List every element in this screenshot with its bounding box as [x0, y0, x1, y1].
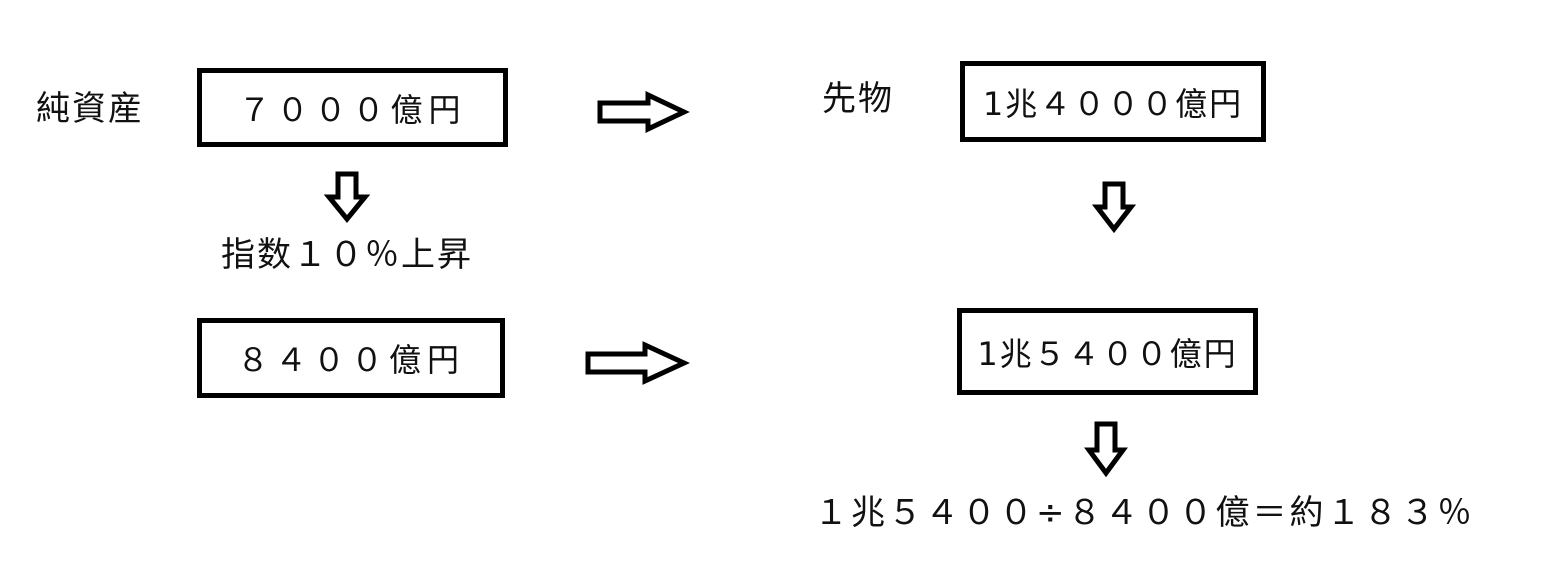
net-assets-value-box: ７０００億円	[197, 68, 508, 147]
net-assets-label: 純資産	[36, 89, 144, 129]
leverage-formula: １兆５４００÷８４００億＝約１８３％	[814, 493, 1475, 533]
futures-value-box: 1兆４０００億円	[960, 61, 1266, 142]
futures-after-value-box: 1兆５４００億円	[957, 308, 1258, 395]
futures-value: 1兆４０００億円	[982, 84, 1244, 123]
net-assets-value: ７０００億円	[238, 90, 467, 129]
down-arrow-icon	[323, 171, 371, 223]
down-arrow-icon	[1084, 421, 1128, 478]
down-arrow-icon	[1091, 181, 1137, 234]
after-rise-value: ８４００億円	[236, 341, 465, 379]
index-rise-condition: 指数１０％上昇	[221, 235, 473, 275]
after-rise-value-box: ８４００億円	[197, 318, 505, 398]
futures-label: 先物	[822, 79, 894, 119]
right-arrow-icon	[597, 91, 690, 133]
futures-after-value: 1兆５４００億円	[977, 334, 1238, 373]
right-arrow-icon	[585, 341, 690, 385]
